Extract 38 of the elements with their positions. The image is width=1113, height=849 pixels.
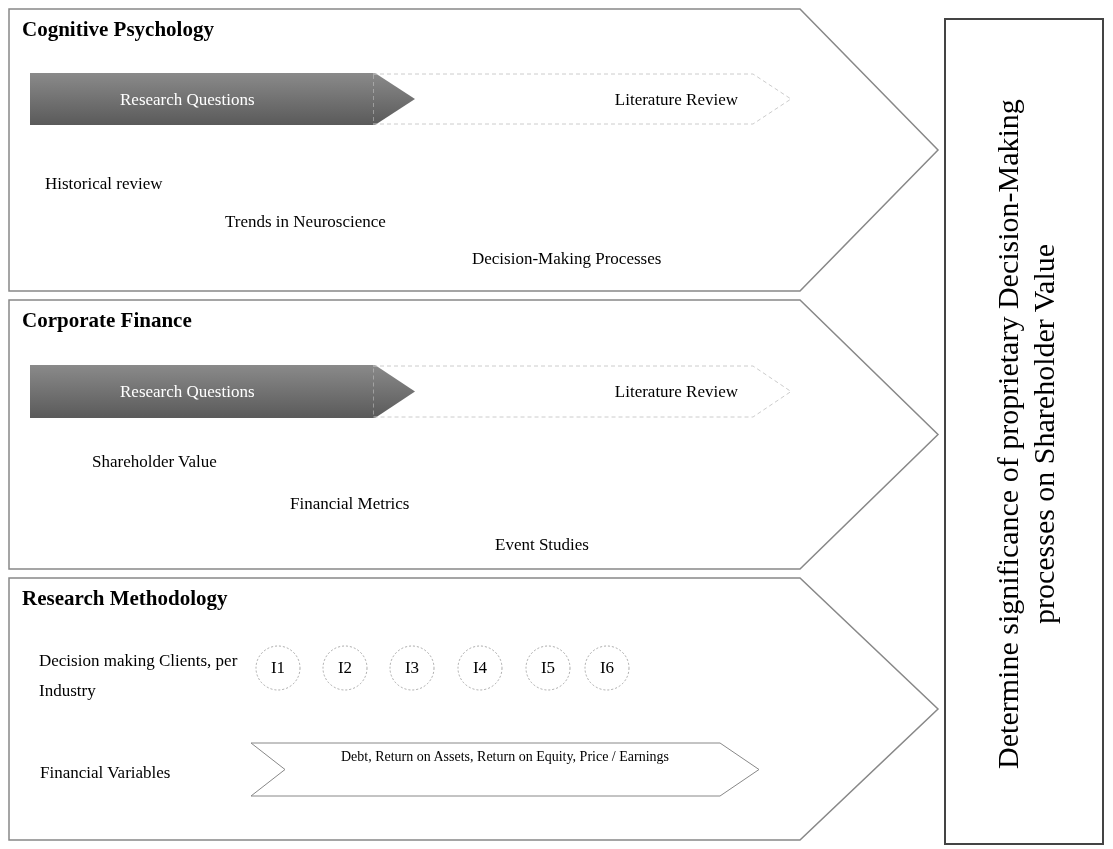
industry-circle [583, 644, 631, 692]
chevron-panel [8, 299, 940, 570]
arrow-label: Literature Review [614, 89, 738, 111]
chevron-label: Debt, Return on Assets, Return on Equity, Price / Earnings [339, 748, 671, 766]
goal-text: Determine significance of proprietary Decision-Making processes on Shareholder Value [990, 97, 1061, 771]
circle-label: I6 [598, 657, 616, 680]
panel-heading: Research Methodology [22, 585, 228, 612]
chevron-panel [8, 577, 940, 841]
goal-box [944, 18, 1104, 845]
industry-circle [254, 644, 302, 692]
variables-chevron [250, 742, 760, 797]
arrow-label: Research Questions [120, 89, 255, 111]
industry-circle [388, 644, 436, 692]
topic-label: Financial Variables [40, 762, 172, 784]
panel-heading: Cognitive Psychology [22, 16, 214, 43]
circle-label: I1 [269, 657, 287, 680]
circle-label: I5 [539, 657, 557, 680]
arrow-label: Literature Review [614, 381, 738, 403]
topic-label: Historical review [45, 173, 164, 195]
panel-heading: Corporate Finance [22, 307, 192, 334]
topic-label: Decision-Making Processes [472, 248, 663, 270]
topic-label: Shareholder Value [92, 451, 218, 473]
literature-review-arrow [373, 365, 793, 418]
circle-label: I4 [471, 657, 489, 680]
research-questions-arrow [30, 365, 415, 418]
topic-label: Decision making Clients, per Industry [39, 650, 239, 702]
topic-label: Trends in Neuroscience [225, 211, 387, 233]
industry-circle [321, 644, 369, 692]
topic-label: Event Studies [495, 534, 590, 556]
chevron-panel [8, 8, 940, 292]
topic-label: Financial Metrics [290, 493, 411, 515]
research-questions-arrow [30, 73, 415, 125]
literature-review-arrow [373, 73, 793, 125]
industry-circle [524, 644, 572, 692]
industry-circle [456, 644, 504, 692]
circle-label: I3 [403, 657, 421, 680]
circle-label: I2 [336, 657, 354, 680]
arrow-label: Research Questions [120, 381, 255, 403]
